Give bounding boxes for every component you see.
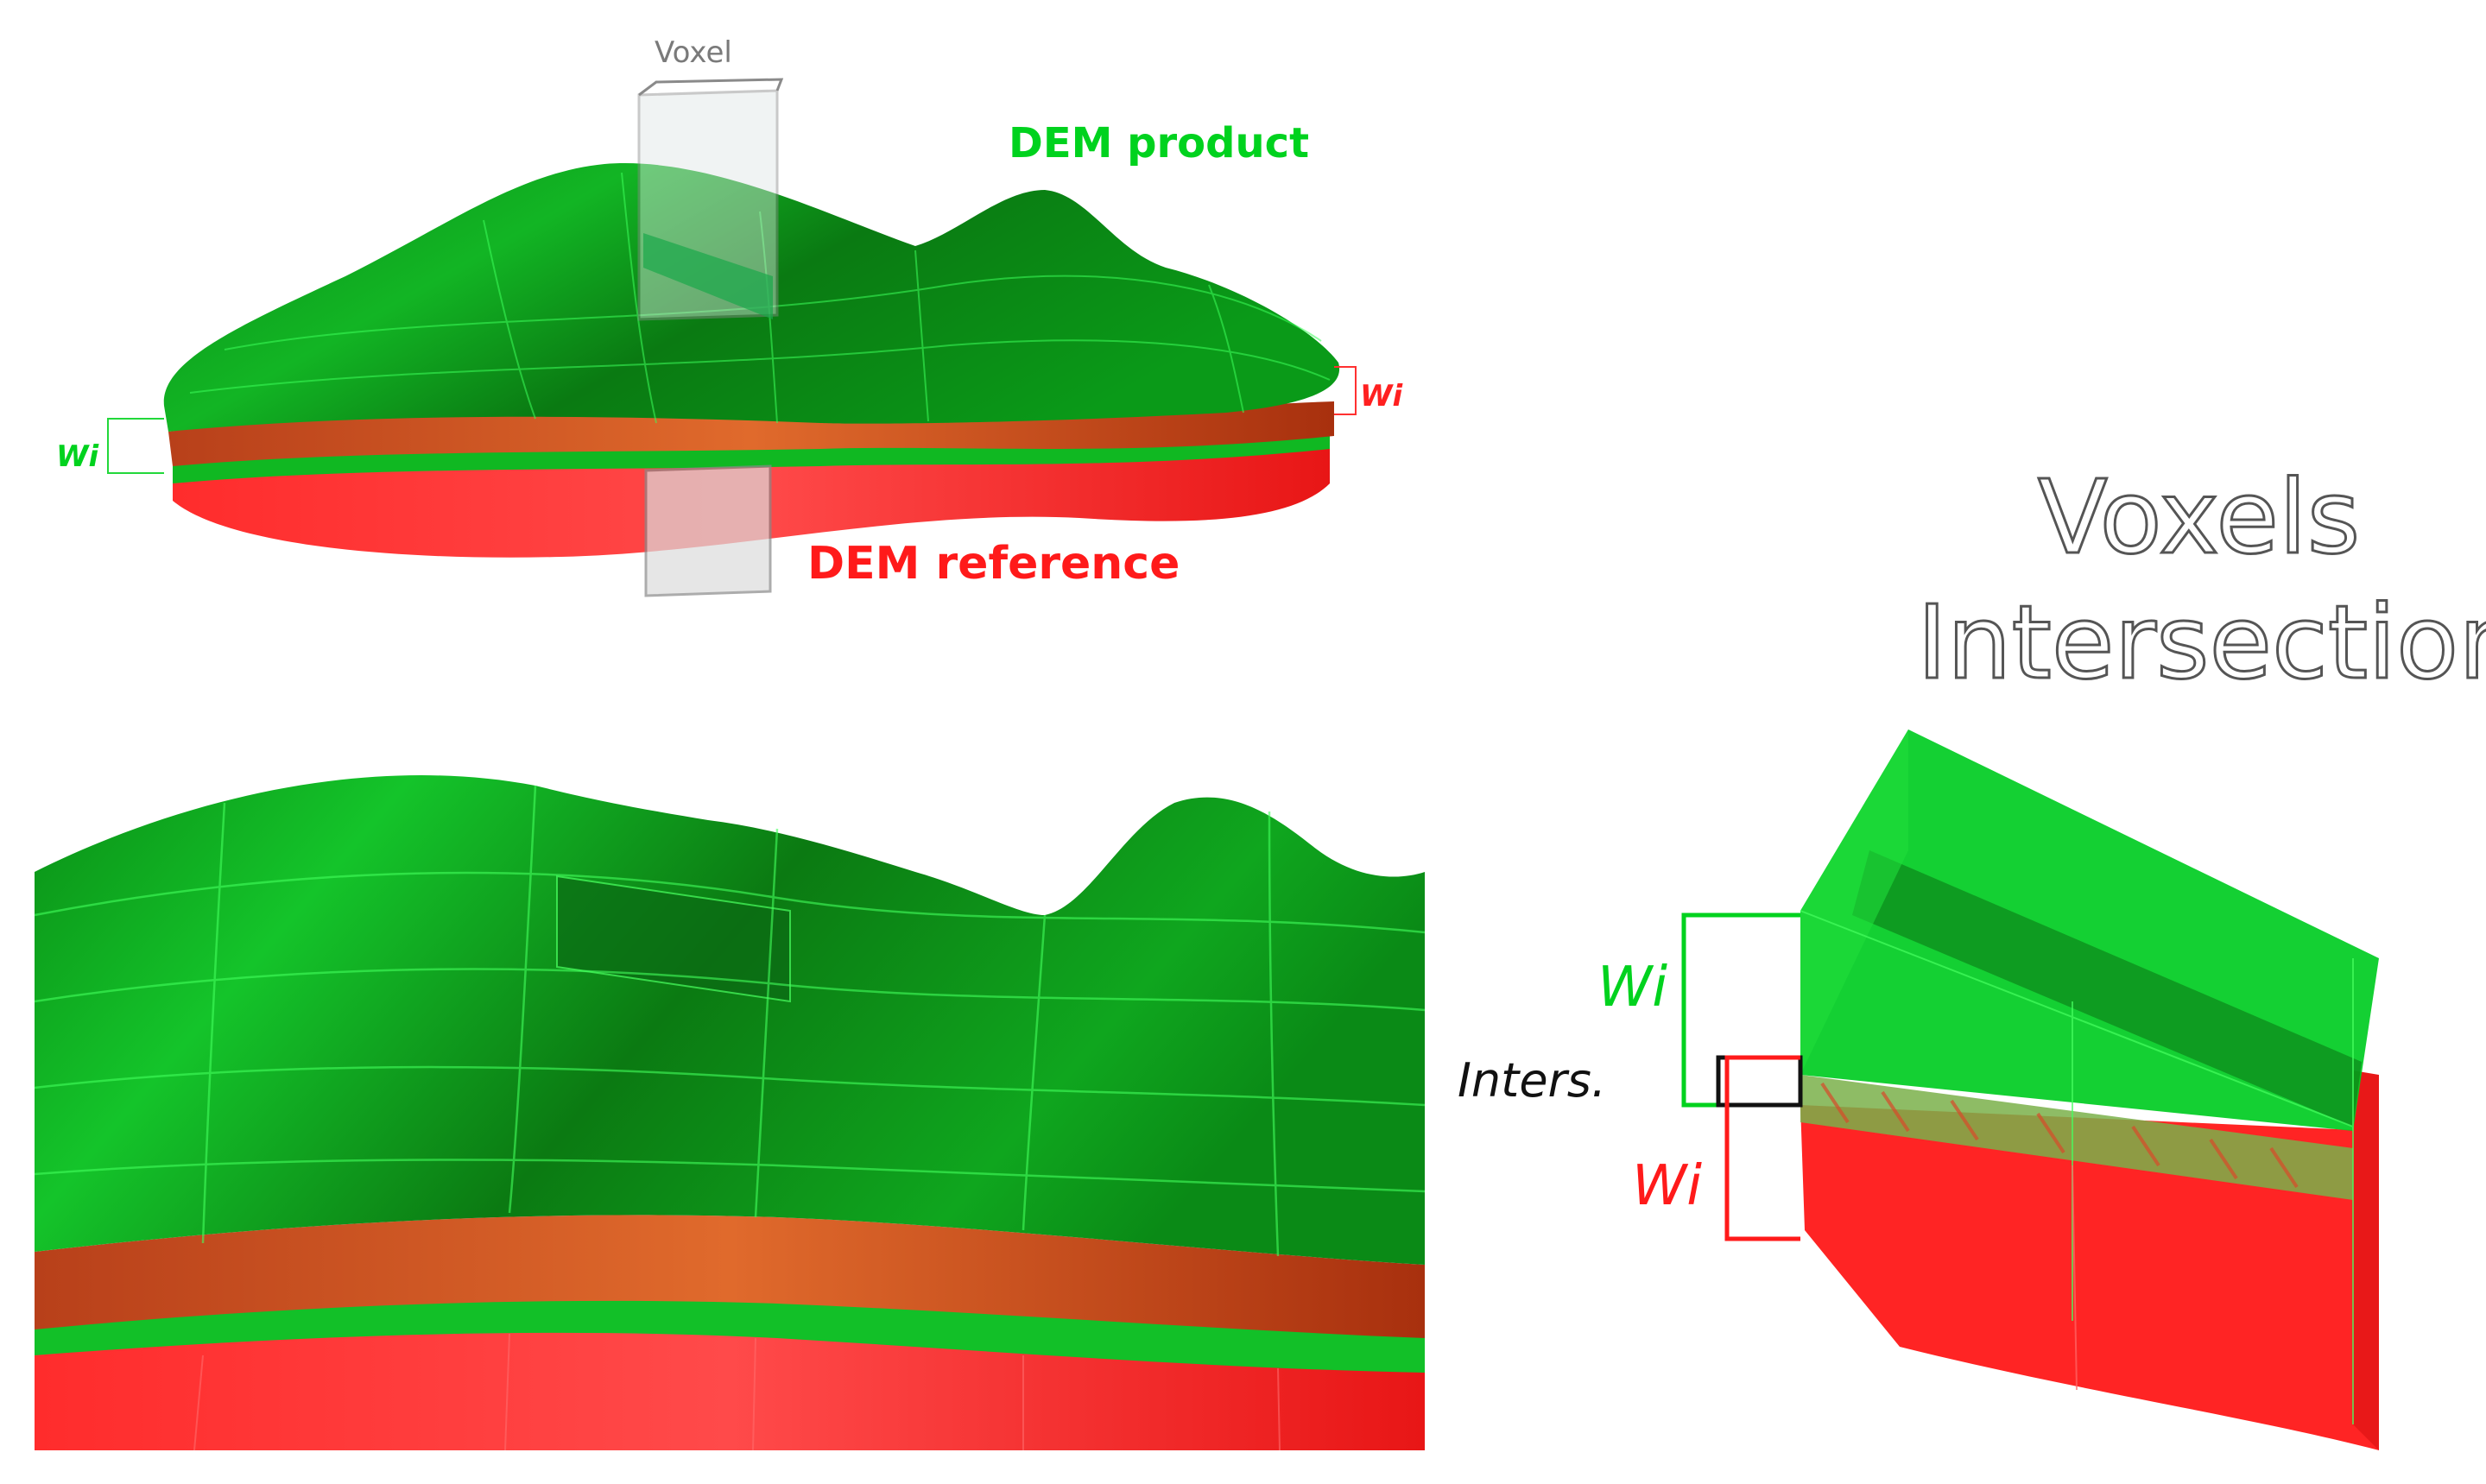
zoom-overlap-band [35,1215,1425,1338]
wi-label-left: Wi [56,439,100,474]
intersection-band [1800,1075,2353,1200]
voxel-label: Voxel [655,35,732,70]
zoomed-terrain-view [34,775,1426,1451]
inters-bracket [1716,1055,1803,1108]
reference-voxel-block [1800,1105,2379,1450]
wi-label-product: Wi [1597,956,1667,1020]
title-voxels: Voxels [2038,458,2360,577]
title-intersection: Intersection [1917,583,2486,702]
wi-label-reference: Wi [1632,1154,1702,1218]
zoom-product-surface [35,775,1425,1265]
inters-label: Inters. [1458,1053,1606,1108]
wi-bracket-right [1334,366,1357,415]
zoom-reference-slab [35,1328,1425,1450]
wi-label-right: Wi [1360,379,1404,414]
wi-bracket-product [1681,913,1800,1108]
dem-reference-label: DEM reference [807,538,1180,590]
wi-bracket-reference [1724,1055,1800,1241]
voxel-intersection-detail: Voxels Intersection [1458,457,2486,1450]
voxel-column [637,78,784,597]
top-terrain-diagram: Voxel DEM product DEM reference Wi Wi [56,35,1404,597]
dem-product-label: DEM product [1009,119,1309,167]
wi-bracket-left [107,418,164,474]
